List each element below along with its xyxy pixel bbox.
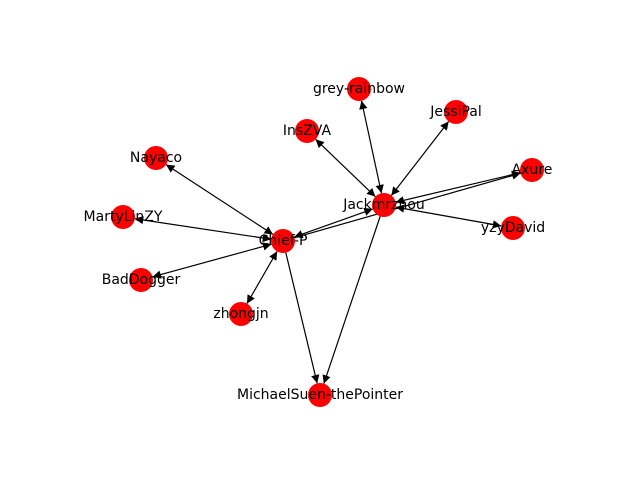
node-yzydavid [501,216,525,240]
node-baddogger [129,268,153,292]
edge-chief-p-to-martylinzy [134,215,272,243]
node-label-jessipal: JessiPal [429,104,482,120]
node-label-martylinzy: MartyLinZY [84,209,163,225]
edge-jackmrzhou-to-inszva [315,138,376,198]
edge-jackmrzhou-to-yzydavid [395,204,502,229]
edges-layer [134,100,521,384]
node-label-yzydavid: yzyDavid [481,220,545,236]
node-label-zhongjn: zhongjn [213,306,268,322]
edge-chief-p-to-axure [294,171,521,239]
node-label-grey-rainbow: grey-rainbow [313,81,405,97]
node-label-chief-p: Chief-P [259,233,308,249]
node-label-baddogger: BadDogger [102,272,181,288]
node-axure [520,158,544,182]
edge-jackmrzhou-to-michaelsuen-thepointer [322,216,381,384]
edge-chief-p-to-baddogger [152,242,272,279]
node-martylinzy [111,205,135,229]
nodes-layer [111,77,544,407]
edge-jackmrzhou-to-chief-p [294,207,373,239]
node-jessipal [444,100,468,124]
node-jackmrzhou [372,193,396,217]
edge-jackmrzhou-to-grey-rainbow [359,100,384,194]
node-grey-rainbow [347,77,371,101]
node-michaelsuen-thepointer [308,383,332,407]
node-inszva [295,119,319,143]
node-label-inszva: InsZVA [283,123,332,139]
node-zhongjn [229,302,253,326]
node-label-michaelsuen-thepointer: MichaelSuen-thePointer [237,387,403,403]
node-label-nayaco: Nayaco [130,150,182,166]
node-label-axure: Axure [512,162,553,178]
node-label-jackmrzhou: Jackmrzhou [342,197,425,213]
edge-chief-p-to-nayaco [165,164,274,235]
edge-chief-p-to-michaelsuen-thepointer [285,252,320,384]
edge-jackmrzhou-to-axure [395,170,521,205]
node-nayaco [144,146,168,170]
edge-jackmrzhou-to-jessipal [390,121,450,196]
edge-chief-p-to-zhongjn [246,251,278,304]
node-chief-p [271,229,295,253]
